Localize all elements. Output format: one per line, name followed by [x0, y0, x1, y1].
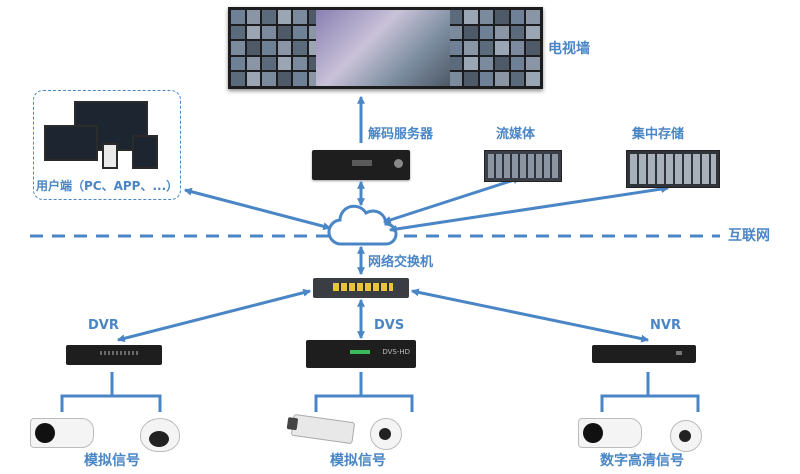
- video-wall-tile: [479, 41, 494, 55]
- video-wall-tile: [277, 41, 292, 55]
- video-wall-tile: [231, 41, 245, 55]
- digital-hd-signal-label: 数字高清信号: [600, 453, 684, 469]
- cloud-icon: [327, 204, 398, 246]
- video-wall-tile: [495, 25, 509, 40]
- video-wall-tile: [231, 25, 245, 40]
- video-wall-tile: [293, 10, 307, 24]
- video-wall-tile: [246, 25, 261, 40]
- laptop-icon: [44, 125, 98, 161]
- nvr-device: [592, 345, 696, 363]
- video-wall-tile: [246, 41, 261, 55]
- bullet-camera-icon: [30, 418, 94, 448]
- video-wall-tile: [479, 72, 494, 86]
- video-wall-tile: [277, 56, 292, 71]
- analog-signal-left-label: 模拟信号: [84, 453, 140, 469]
- analog-signal-middle-label: 模拟信号: [330, 453, 386, 469]
- dvs-device: DVS-HD: [306, 340, 416, 368]
- video-wall-tile: [246, 56, 261, 71]
- video-wall-tile: [277, 25, 292, 40]
- video-wall-tile: [495, 41, 509, 55]
- video-wall: [228, 7, 543, 89]
- decode-server-device: [312, 150, 410, 180]
- video-wall-tile: [526, 56, 540, 71]
- video-wall-tile: [510, 56, 525, 71]
- video-wall-tile: [277, 10, 292, 24]
- video-wall-tile: [510, 25, 525, 40]
- streaming-server-device: [484, 150, 562, 182]
- network-switch-device: [313, 278, 409, 298]
- line-storage-cloud: [388, 185, 670, 233]
- dvs-device-text: DVS-HD: [382, 348, 410, 356]
- video-wall-tile: [448, 56, 463, 71]
- video-wall-tile: [448, 41, 463, 55]
- client-devices-group: [33, 90, 181, 200]
- dvr-device: [66, 345, 162, 365]
- bracket-right: [600, 372, 700, 412]
- line-switch-dvr: [116, 288, 312, 343]
- bracket-middle: [314, 372, 414, 412]
- video-wall-tile: [231, 56, 245, 71]
- network-switch-label: 网络交换机: [368, 255, 434, 270]
- video-wall-tile: [262, 41, 276, 55]
- video-wall-tile: [495, 72, 509, 86]
- video-wall-tile: [246, 10, 261, 24]
- video-wall-tile: [293, 56, 307, 71]
- nvr-label: NVR: [650, 318, 681, 333]
- video-wall-tile: [495, 10, 509, 24]
- video-wall-tile: [479, 25, 494, 40]
- video-wall-tile: [464, 56, 478, 71]
- video-wall-tile: [526, 41, 540, 55]
- line-switch-nvr: [410, 288, 650, 343]
- ptz-camera-icon: [370, 418, 402, 450]
- hd-ptz-camera-icon: [670, 420, 702, 452]
- video-wall-label: 电视墙: [548, 41, 590, 57]
- central-storage-label: 集中存储: [632, 127, 685, 142]
- video-wall-tile: [479, 56, 494, 71]
- video-wall-tile: [231, 10, 245, 24]
- bracket-left: [60, 372, 162, 412]
- video-wall-tile: [479, 10, 494, 24]
- video-wall-tile: [526, 25, 540, 40]
- video-wall-tile: [464, 25, 478, 40]
- video-wall-tile: [510, 72, 525, 86]
- video-wall-tile: [464, 10, 478, 24]
- video-wall-tile: [464, 41, 478, 55]
- phone-icon: [102, 143, 118, 169]
- video-wall-tile: [526, 72, 540, 86]
- video-wall-tile: [448, 72, 463, 86]
- internet-label: 互联网: [728, 228, 770, 244]
- streaming-media-label: 流媒体: [496, 127, 536, 142]
- video-wall-tile: [293, 25, 307, 40]
- video-wall-tile: [293, 41, 307, 55]
- video-wall-tile: [510, 10, 525, 24]
- video-wall-tile: [277, 72, 292, 86]
- video-wall-tile: [246, 72, 261, 86]
- decode-server-label: 解码服务器: [368, 127, 434, 142]
- video-wall-tile: [526, 10, 540, 24]
- video-wall-tile: [448, 25, 463, 40]
- video-wall-tile: [262, 72, 276, 86]
- dome-camera-icon: [140, 418, 180, 452]
- dvs-label: DVS: [374, 318, 405, 333]
- video-wall-tile: [262, 56, 276, 71]
- video-wall-tile: [510, 41, 525, 55]
- video-wall-tile: [464, 72, 478, 86]
- video-wall-tile: [262, 10, 276, 24]
- line-client-cloud: [183, 187, 332, 231]
- storage-server-device: [626, 150, 720, 188]
- video-wall-tile: [495, 56, 509, 71]
- hd-bullet-camera-icon: [578, 418, 642, 448]
- tablet-icon: [132, 135, 158, 169]
- line-stream-cloud: [382, 176, 522, 224]
- video-wall-tile: [262, 25, 276, 40]
- video-wall-tile: [293, 72, 307, 86]
- client-label: 用户端（PC、APP、...）: [36, 179, 179, 193]
- video-wall-tile: [231, 72, 245, 86]
- video-wall-center-screen: [316, 10, 450, 86]
- dvr-label: DVR: [88, 318, 119, 333]
- video-wall-tile: [448, 10, 463, 24]
